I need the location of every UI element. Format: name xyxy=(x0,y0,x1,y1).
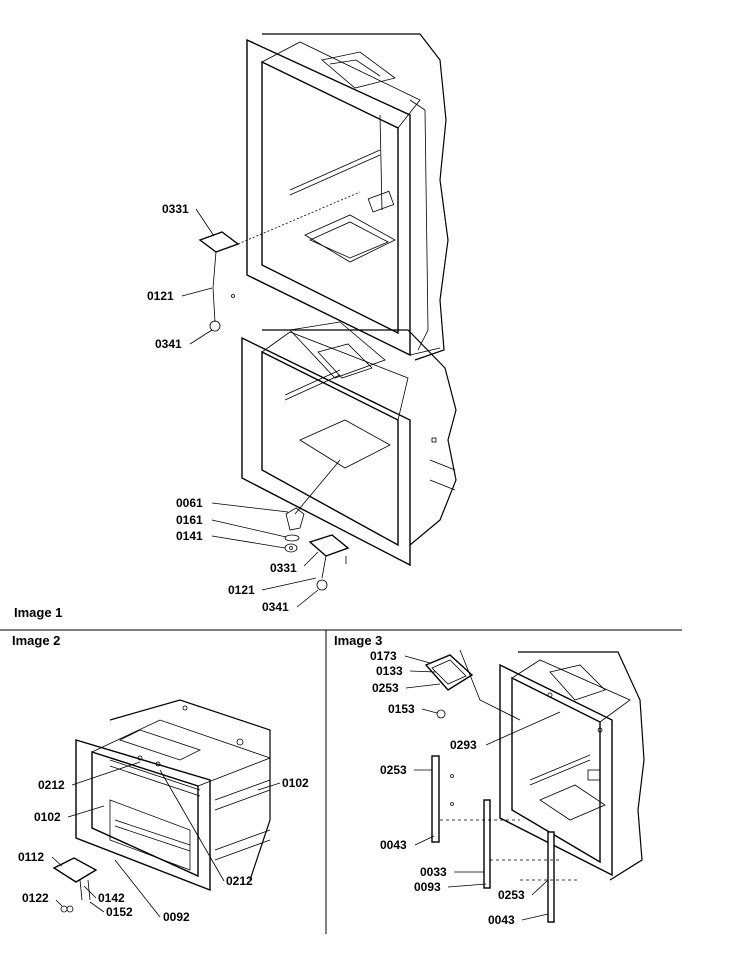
caption-image-3: Image 3 xyxy=(334,633,382,648)
upper-hinge-assembly xyxy=(198,191,361,332)
label-0121-lower: 0121 xyxy=(228,583,255,597)
label-0253-top: 0253 xyxy=(372,681,399,695)
upper-cabinet xyxy=(246,33,449,361)
label-0331-upper: 0331 xyxy=(162,202,189,216)
label-0341-lower: 0341 xyxy=(262,600,289,614)
image2-drawer-assembly xyxy=(52,699,272,913)
label-0331-lower: 0331 xyxy=(270,561,297,575)
label-0112: 0112 xyxy=(18,850,44,864)
label-0212-left: 0212 xyxy=(38,778,65,792)
label-0212-right: 0212 xyxy=(226,874,253,888)
label-0043-right: 0043 xyxy=(488,913,515,927)
label-0253-mid: 0253 xyxy=(380,763,407,777)
label-0033: 0033 xyxy=(420,865,447,879)
label-0061: 0061 xyxy=(176,496,203,510)
label-0253-low: 0253 xyxy=(498,888,525,902)
label-0102-right: 0102 xyxy=(282,776,309,790)
label-0102-left: 0102 xyxy=(34,810,61,824)
caption-image-1: Image 1 xyxy=(14,605,62,620)
label-0121-upper: 0121 xyxy=(147,289,174,303)
label-0092: 0092 xyxy=(163,910,190,924)
caption-image-2: Image 2 xyxy=(12,633,60,648)
label-0293: 0293 xyxy=(450,738,477,752)
label-0122: 0122 xyxy=(22,891,49,905)
lower-cabinet xyxy=(241,321,457,567)
label-0142: 0142 xyxy=(98,891,125,905)
label-0153: 0153 xyxy=(388,702,415,716)
lower-hinge-assembly xyxy=(284,459,350,591)
image1-callouts: 0331 0121 0341 0061 0161 0141 0331 0121 … xyxy=(147,202,319,614)
label-0093: 0093 xyxy=(414,880,441,894)
label-0341-upper: 0341 xyxy=(155,337,182,351)
image3-callouts: 0173 0133 0253 0153 0293 0253 0043 0033 … xyxy=(370,649,561,927)
label-0141: 0141 xyxy=(176,529,203,543)
label-0152: 0152 xyxy=(106,905,133,919)
label-0173: 0173 xyxy=(370,649,397,663)
label-0043-left: 0043 xyxy=(380,838,407,852)
image2-callouts: 0212 0102 0102 0212 0112 0122 0142 0152 … xyxy=(18,761,309,924)
label-0161: 0161 xyxy=(176,513,203,527)
label-0133: 0133 xyxy=(376,664,403,678)
image3-door-assembly xyxy=(424,649,645,923)
